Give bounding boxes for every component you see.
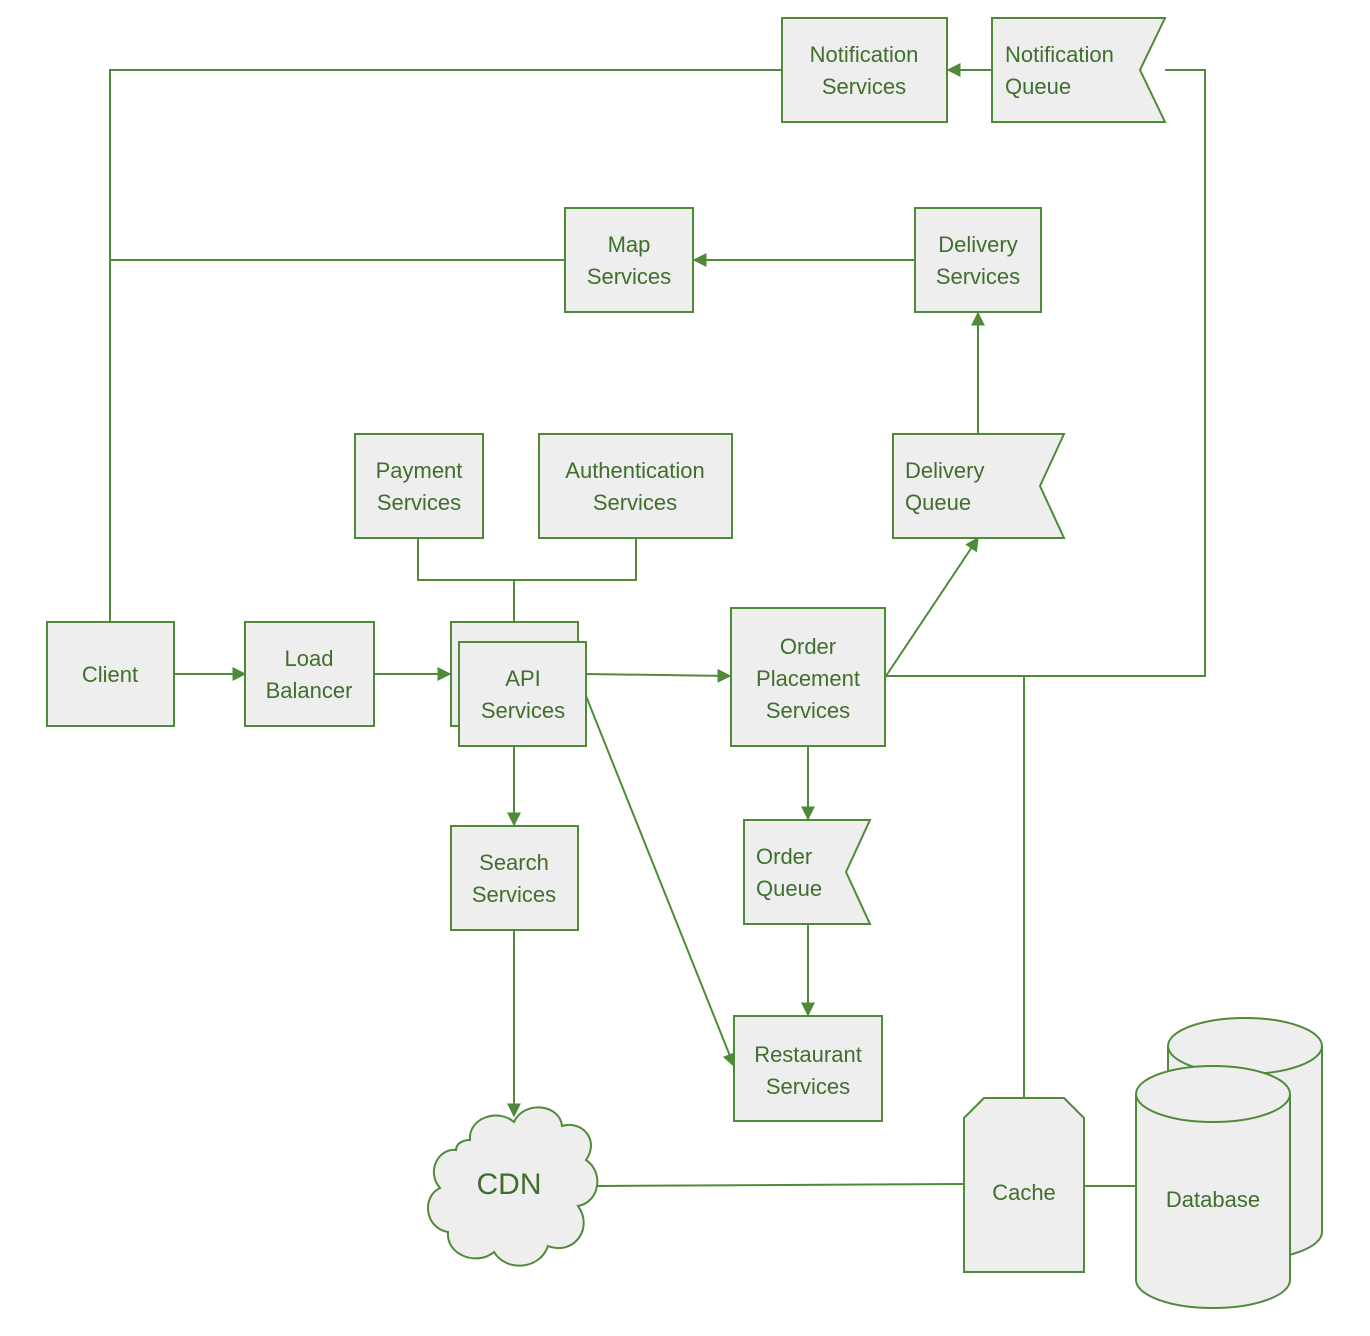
load-balancer-line-1: Load bbox=[285, 646, 334, 671]
order-queue-node: Order Queue bbox=[743, 819, 872, 925]
edge-api-to-restaurant bbox=[585, 695, 736, 1068]
edge-notification-to-client bbox=[109, 69, 782, 622]
delivery-services-node: Delivery Services bbox=[914, 207, 1042, 313]
edge-api-to-order-placement bbox=[585, 668, 732, 683]
cache-label: Cache bbox=[992, 1180, 1056, 1205]
order-placement-line-2: Placement bbox=[756, 666, 860, 691]
search-services-line-1: Search bbox=[479, 850, 549, 875]
restaurant-services-line-1: Restaurant bbox=[754, 1042, 862, 1067]
notification-services-line-1: Notification bbox=[810, 42, 919, 67]
search-services-line-2: Services bbox=[472, 882, 556, 907]
order-placement-line-1: Order bbox=[780, 634, 836, 659]
order-queue-line-2: Queue bbox=[756, 876, 822, 901]
database-node: Database bbox=[1135, 1017, 1323, 1309]
delivery-services-line-1: Delivery bbox=[938, 232, 1017, 257]
map-services-line-1: Map bbox=[608, 232, 651, 257]
order-placement-line-3: Services bbox=[766, 698, 850, 723]
delivery-queue-line-2: Queue bbox=[905, 490, 971, 515]
cdn-cloud-shape bbox=[427, 1106, 599, 1267]
load-balancer-line-2: Balancer bbox=[266, 678, 353, 703]
payment-services-node: Payment Services bbox=[354, 433, 484, 539]
restaurant-services-node: Restaurant Services bbox=[733, 1015, 883, 1122]
cdn-label: CDN bbox=[477, 1168, 542, 1201]
edges bbox=[109, 63, 1206, 1187]
edge-payment-auth-bracket bbox=[417, 538, 637, 581]
client-node: Client bbox=[46, 621, 175, 727]
api-services-line-2: Services bbox=[481, 698, 565, 723]
delivery-services-line-2: Services bbox=[936, 264, 1020, 289]
map-services-line-2: Services bbox=[587, 264, 671, 289]
notification-services-line-2: Services bbox=[822, 74, 906, 99]
database-label: Database bbox=[1166, 1187, 1260, 1212]
cache-node: Cache bbox=[963, 1097, 1085, 1273]
notification-queue-line-1: Notification bbox=[1005, 42, 1114, 67]
notification-queue-line-2: Queue bbox=[1005, 74, 1071, 99]
api-services-node: API Services bbox=[450, 621, 587, 747]
map-services-node: Map Services bbox=[564, 207, 694, 313]
delivery-queue-line-1: Delivery bbox=[905, 458, 984, 483]
authentication-services-line-1: Authentication bbox=[565, 458, 704, 483]
order-placement-services-node: Order Placement Services bbox=[730, 607, 886, 747]
api-services-line-1: API bbox=[505, 666, 540, 691]
payment-services-line-2: Services bbox=[377, 490, 461, 515]
delivery-queue-node: Delivery Queue bbox=[892, 433, 1066, 539]
notification-queue-node: Notification Queue bbox=[991, 17, 1167, 123]
client-label: Client bbox=[82, 662, 138, 687]
load-balancer-node: Load Balancer bbox=[244, 621, 375, 727]
payment-services-line-1: Payment bbox=[376, 458, 463, 483]
notification-services-node: Notification Services bbox=[781, 17, 948, 123]
edge-cdn-to-cache bbox=[595, 1183, 965, 1187]
authentication-services-node: Authentication Services bbox=[538, 433, 733, 539]
search-services-node: Search Services bbox=[450, 825, 579, 931]
authentication-services-line-2: Services bbox=[593, 490, 677, 515]
edge-order-placement-to-delivery-queue bbox=[885, 536, 979, 677]
edge-order-placement-to-notification-queue bbox=[885, 69, 1206, 677]
cdn-node: CDN bbox=[427, 1106, 599, 1267]
database-front-cylinder bbox=[1135, 1065, 1291, 1309]
restaurant-services-line-2: Services bbox=[766, 1074, 850, 1099]
order-queue-line-1: Order bbox=[756, 844, 812, 869]
